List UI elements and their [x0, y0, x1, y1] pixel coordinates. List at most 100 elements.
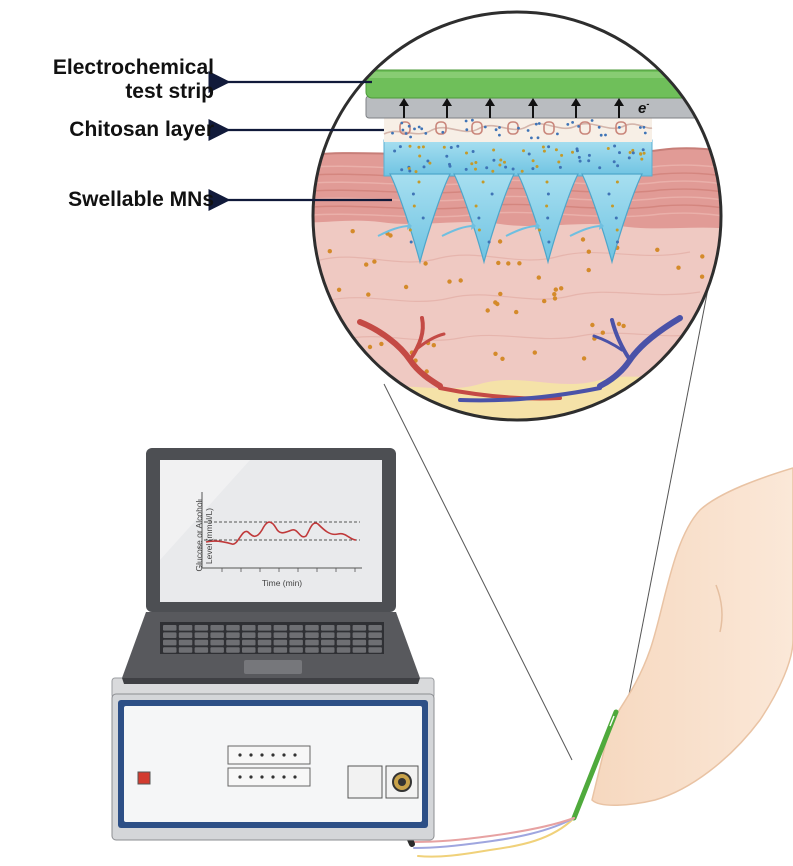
patch-dot — [485, 166, 489, 170]
signal-trace — [205, 521, 357, 545]
keyboard-key — [352, 625, 367, 631]
patch-dot — [613, 144, 617, 148]
chitosan-dot — [604, 133, 607, 137]
keyboard-key — [226, 625, 240, 631]
swellable-microneedle-array — [377, 139, 653, 265]
analyte-dot — [559, 286, 564, 291]
needle-dot — [615, 180, 619, 184]
keyboard-key — [289, 632, 303, 638]
needle-dot — [477, 228, 481, 232]
chitosan-dot — [599, 133, 603, 137]
keyboard-key — [163, 632, 177, 638]
patch-dot — [503, 160, 506, 164]
patch-dot — [560, 153, 564, 157]
chitosan-dot — [537, 122, 541, 125]
keyboard-key — [242, 625, 256, 631]
isf-flow-arrowhead — [535, 222, 540, 230]
patch-dot — [422, 165, 426, 169]
analyte-dot — [403, 284, 409, 290]
patch-dot — [448, 164, 452, 168]
chitosan-dot — [566, 123, 570, 126]
analyte-dot — [676, 265, 681, 270]
chitosan-dot — [465, 128, 469, 132]
electron-arrow-head — [571, 98, 581, 106]
patch-dot — [445, 154, 449, 158]
patch-dot — [642, 151, 646, 155]
patch-dot — [554, 148, 558, 152]
chitosan-enzyme — [615, 121, 627, 135]
laptop-trackpad — [244, 660, 302, 674]
patch-dot — [398, 145, 402, 149]
keyboard-key — [273, 625, 288, 631]
chitosan-dot — [401, 128, 405, 132]
mn-backing-layer — [383, 139, 653, 177]
analyte-dot — [552, 296, 558, 301]
chitosan-dot — [643, 131, 647, 135]
keyboard-key — [368, 639, 382, 646]
indicator-dot — [293, 775, 297, 779]
chitosan-enzyme — [471, 121, 483, 135]
keyboard-key — [178, 632, 193, 638]
needle-dot — [421, 216, 425, 220]
keyboard-key — [352, 647, 367, 653]
electron-arrow-head — [399, 98, 409, 106]
display-slot-top — [227, 745, 311, 765]
keyboard-key — [289, 639, 303, 646]
patch-dot — [464, 167, 468, 171]
analyte-dot — [379, 341, 384, 347]
chitosan-dot — [400, 121, 404, 125]
analyte-dot — [349, 364, 355, 370]
isf-flow-arrowhead — [471, 222, 476, 230]
chitosan-dot — [409, 135, 412, 139]
chitosan-dot — [571, 121, 574, 124]
patch-dot — [618, 151, 621, 155]
patch-dot — [449, 146, 453, 149]
analyte-dot — [327, 249, 332, 254]
analyte-dot — [485, 308, 490, 313]
wearable-sensor-patch — [571, 709, 619, 821]
patch-dot — [426, 159, 430, 163]
microneedle — [389, 173, 451, 265]
keyboard-key — [273, 632, 288, 638]
patch-dot — [492, 158, 496, 162]
keyboard-key — [242, 632, 256, 638]
microneedle — [581, 173, 643, 265]
needle-dot — [538, 228, 541, 232]
keyboard-key — [305, 625, 319, 631]
patch-dot — [465, 151, 468, 155]
patch-dot — [522, 149, 525, 153]
keyboard-key — [257, 639, 272, 646]
analyte-dot — [500, 356, 505, 361]
analyte-dot — [498, 291, 503, 297]
analyte-dot — [655, 247, 660, 252]
chitosan-layer — [383, 118, 653, 142]
electron-arrow-head — [528, 98, 538, 106]
analyte-dot — [590, 322, 595, 328]
analyte-dot — [553, 287, 558, 292]
patch-dot — [640, 157, 644, 161]
keyboard-key — [352, 639, 367, 646]
keyboard-key — [178, 647, 193, 653]
needle-dot — [481, 180, 485, 184]
patch-dot — [408, 144, 412, 148]
arm — [591, 467, 793, 807]
chitosan-dot — [577, 125, 580, 128]
keyboard-key — [210, 647, 224, 653]
needle-dot — [474, 204, 478, 208]
patch-dot — [547, 145, 551, 149]
chitosan-dot — [517, 126, 520, 130]
indicator-dot — [260, 753, 264, 757]
analyte-dot — [350, 229, 355, 234]
keyboard-key — [210, 632, 224, 638]
chitosan-dot — [498, 126, 501, 129]
analyte-dot — [364, 262, 369, 267]
keyboard-key — [178, 639, 193, 646]
patch-dot — [535, 165, 539, 168]
chitosan-dot — [483, 125, 487, 129]
power-button[interactable] — [137, 771, 151, 785]
keyboard-key — [273, 639, 288, 646]
needle-dot — [607, 192, 611, 196]
analyte-dot — [366, 292, 371, 297]
patch-dot — [499, 158, 503, 162]
keyboard-key — [194, 647, 209, 653]
